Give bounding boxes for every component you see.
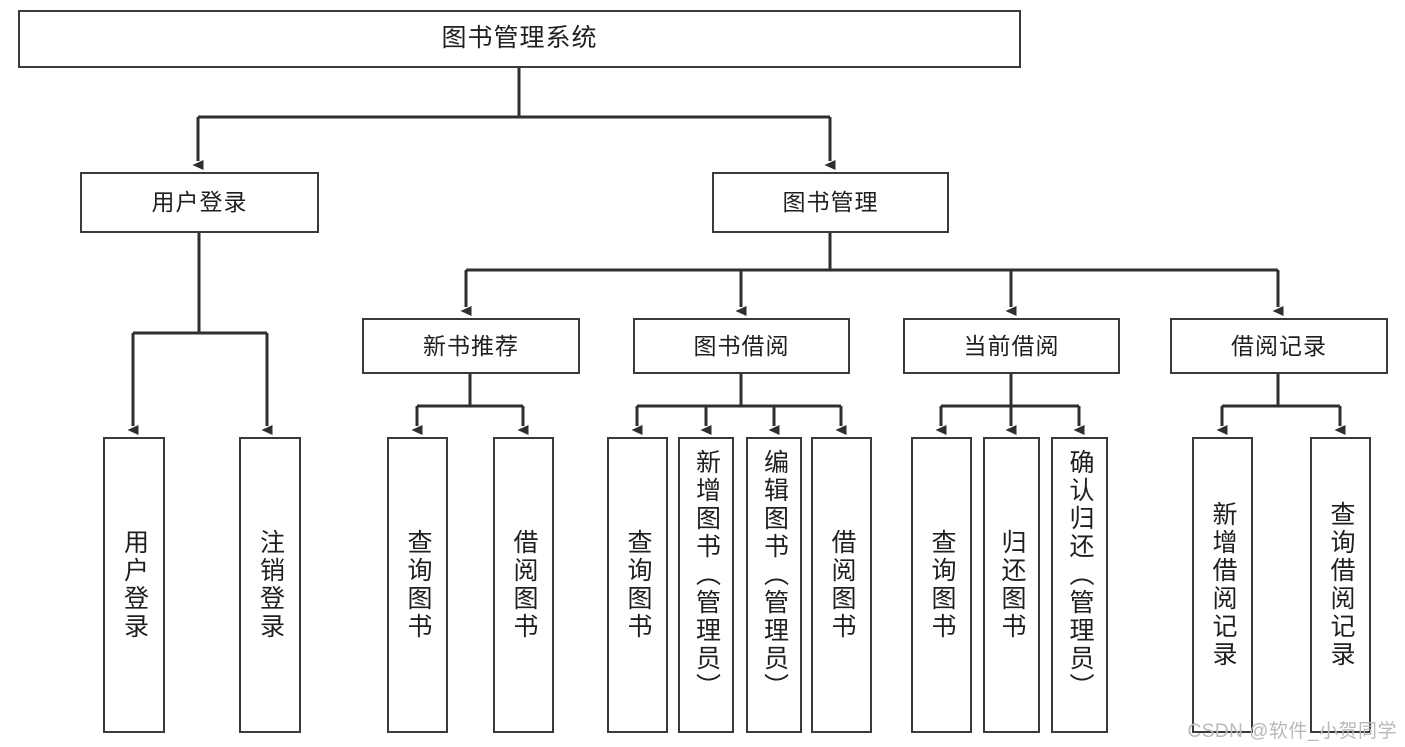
leaf-book-borrow-borrow[interactable]: 借阅图书 xyxy=(811,437,872,733)
leaf-new-book-borrow[interactable]: 借阅图书 xyxy=(493,437,554,733)
leaf-book-borrow-query[interactable]: 查询图书 xyxy=(607,437,668,733)
node-label: 注销登录 xyxy=(256,529,285,641)
node-label: 查询图书 xyxy=(624,529,652,641)
leaf-book-borrow-edit[interactable]: 编辑图书（管理员） xyxy=(746,437,802,733)
node-current-borrow[interactable]: 当前借阅 xyxy=(903,318,1120,374)
node-label: 图书借阅 xyxy=(693,332,790,359)
leaf-book-borrow-add[interactable]: 新增图书（管理员） xyxy=(678,437,734,733)
leaf-borrow-record-query[interactable]: 查询借阅记录 xyxy=(1310,437,1371,733)
node-label: 确认归还（管理员） xyxy=(1066,449,1094,701)
node-label: 编辑图书（管理员） xyxy=(760,449,789,701)
leaf-user-login-logout[interactable]: 注销登录 xyxy=(239,437,301,733)
node-borrow-record[interactable]: 借阅记录 xyxy=(1170,318,1388,374)
node-label: 查询借阅记录 xyxy=(1327,501,1355,669)
node-root-system[interactable]: 图书管理系统 xyxy=(18,10,1021,68)
leaf-current-borrow-return[interactable]: 归还图书 xyxy=(983,437,1040,733)
leaf-user-login-login[interactable]: 用户登录 xyxy=(103,437,165,733)
leaf-borrow-record-add[interactable]: 新增借阅记录 xyxy=(1192,437,1253,733)
node-label: 新书推荐 xyxy=(423,332,519,359)
node-label: 用户登录 xyxy=(120,529,149,641)
leaf-new-book-query[interactable]: 查询图书 xyxy=(387,437,448,733)
csdn-watermark: CSDN @软件_小贺同学 xyxy=(1187,721,1397,742)
node-label: 新增图书（管理员） xyxy=(692,449,721,701)
node-label: 新增借阅记录 xyxy=(1209,501,1237,669)
node-label: 借阅图书 xyxy=(510,529,538,641)
node-label: 查询图书 xyxy=(404,529,432,641)
leaf-current-borrow-query[interactable]: 查询图书 xyxy=(911,437,972,733)
node-user-login[interactable]: 用户登录 xyxy=(80,172,319,233)
node-label: 用户登录 xyxy=(151,189,248,216)
node-new-book-recommend[interactable]: 新书推荐 xyxy=(362,318,580,374)
node-label: 图书管理系统 xyxy=(441,24,598,53)
node-book-management[interactable]: 图书管理 xyxy=(712,172,949,233)
node-label: 查询图书 xyxy=(928,529,956,641)
node-book-borrow[interactable]: 图书借阅 xyxy=(633,318,850,374)
leaf-current-borrow-confirm-return[interactable]: 确认归还（管理员） xyxy=(1051,437,1108,733)
node-label: 借阅记录 xyxy=(1231,332,1327,359)
node-label: 当前借阅 xyxy=(963,332,1060,359)
node-label: 借阅图书 xyxy=(828,529,856,641)
node-label: 归还图书 xyxy=(998,529,1026,641)
node-label: 图书管理 xyxy=(782,189,879,216)
